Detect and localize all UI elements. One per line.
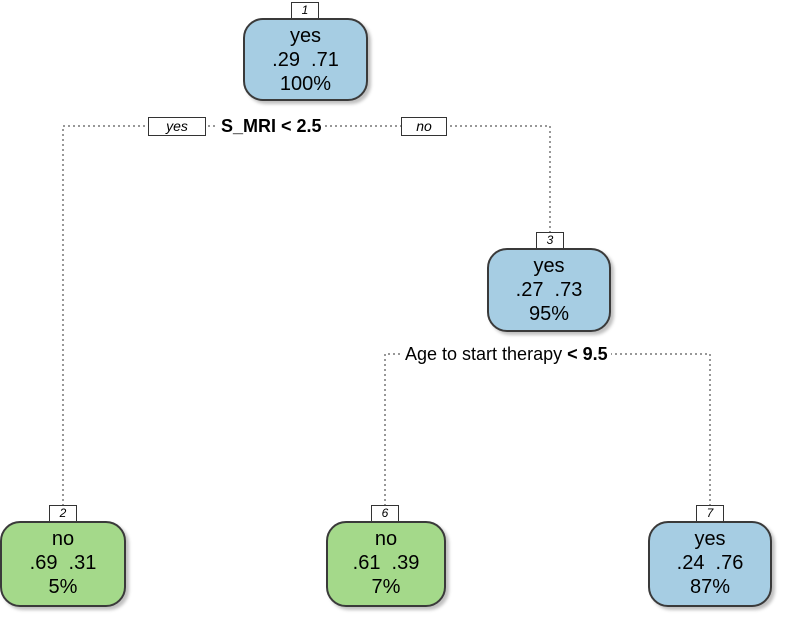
node-probs: .29 .71 [272,49,339,71]
node-class: yes [289,25,322,47]
node-id-7: 7 [696,505,724,522]
node-probs: .69 .31 [29,552,97,574]
node-class: yes [533,255,565,277]
node-class: no [51,528,75,550]
node-percent: 100% [279,73,332,95]
tree-node-1: yes .29 .71 100% [243,18,368,101]
node-probs: .61 .39 [352,552,420,574]
node-percent: 95% [528,303,570,325]
node-id-6: 6 [371,505,399,522]
tree-node-2: no .69 .31 5% [0,521,126,607]
node-percent: 87% [689,576,731,598]
node-percent: 7% [371,576,401,598]
node-percent: 5% [48,576,78,598]
node-probs: .27 .73 [515,279,583,301]
edge-root-left [62,125,305,505]
split-threshold: < 9.5 [562,344,608,364]
node-id-3: 3 [536,232,564,249]
edge-n3-left [384,353,550,505]
edge-label-yes: yes [148,117,206,136]
node-id-2: 2 [49,505,77,522]
split-rule-root: S_MRI < 2.5 [218,115,325,137]
edge-root-right [305,125,551,232]
split-rule-age: Age to start therapy < 9.5 [402,343,611,365]
node-probs: .24 .76 [676,552,744,574]
node-id-1: 1 [291,2,319,19]
tree-node-6: no .61 .39 7% [326,521,446,607]
tree-node-3: yes .27 .73 95% [487,248,611,332]
edge-label-no: no [401,117,447,136]
node-class: no [374,528,398,550]
edge-n3-right [550,353,711,505]
tree-node-7: yes .24 .76 87% [648,521,772,607]
split-variable: Age to start therapy [405,344,563,364]
node-class: yes [694,528,726,550]
